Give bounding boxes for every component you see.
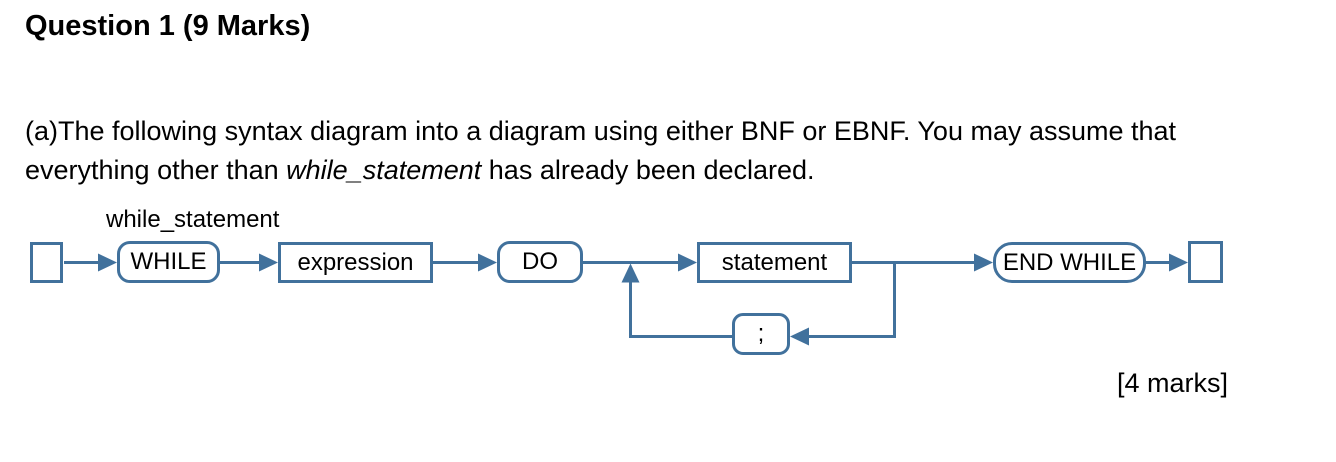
- start-square: [30, 242, 63, 283]
- arrowhead-into-while: [98, 253, 117, 272]
- node-end-while: END WHILE: [993, 242, 1146, 283]
- rule-name-label: while_statement: [106, 206, 280, 233]
- arrowhead-into-expression: [259, 253, 278, 272]
- arrowhead-into-statement: [678, 253, 697, 272]
- node-expression: expression: [278, 242, 433, 283]
- node-semicolon: ;: [732, 313, 790, 355]
- end-square: [1188, 241, 1223, 283]
- question-text-part1: (a)The following syntax diagram into a d…: [25, 116, 1177, 185]
- arrowhead-into-endwhile: [974, 253, 993, 272]
- arrowhead-into-semicolon: [790, 327, 809, 346]
- node-while: WHILE: [117, 241, 220, 283]
- node-do: DO: [497, 241, 583, 283]
- question-text-part2: has already been declared.: [481, 155, 815, 185]
- page-title: Question 1 (9 Marks): [25, 10, 311, 42]
- node-statement: statement: [697, 242, 852, 283]
- arrowhead-into-do: [478, 253, 497, 272]
- question-paragraph: (a)The following syntax diagram into a d…: [25, 112, 1255, 190]
- marks-label: [4 marks]: [1116, 368, 1228, 398]
- while-statement-emphasis: while_statement: [286, 155, 482, 185]
- arrowhead-into-end: [1169, 253, 1188, 272]
- arrowhead-loop-return: [621, 263, 640, 283]
